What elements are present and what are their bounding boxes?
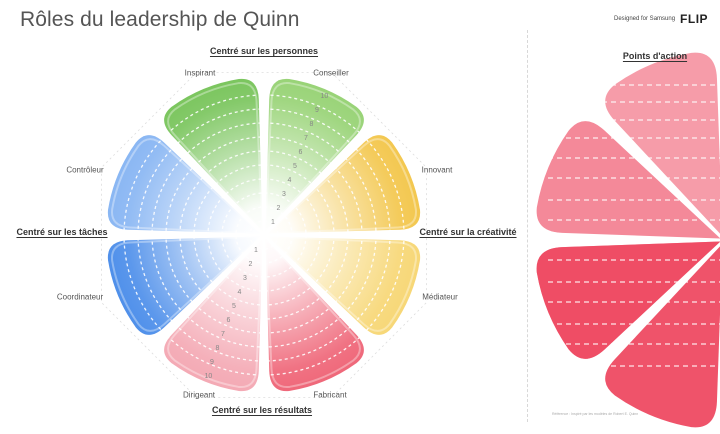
scale-number-lower: 3 bbox=[243, 275, 247, 282]
reference-note: Référence : Inspiré par les modèles de R… bbox=[552, 412, 639, 416]
action-points-title: Points d'action bbox=[622, 51, 688, 61]
axis-label-left: Centré sur les tâches bbox=[16, 227, 108, 237]
role-label-mediateur: Médiateur bbox=[422, 292, 458, 302]
action-lower-left-petal bbox=[605, 246, 720, 428]
role-label-fabricant: Fabricant bbox=[313, 390, 347, 400]
scale-number-upper: 2 bbox=[277, 205, 281, 212]
scale-number-lower: 7 bbox=[221, 331, 225, 338]
role-label-inspirant: Inspirant bbox=[184, 68, 216, 78]
role-label-coordinateur: Coordinateur bbox=[56, 292, 104, 302]
role-label-conseiller: Conseiller bbox=[313, 68, 349, 78]
scale-number-upper: 9 bbox=[315, 107, 319, 114]
scale-number-lower: 4 bbox=[238, 289, 242, 296]
page-divider bbox=[527, 30, 528, 422]
axis-label-bottom: Centré sur les résultats bbox=[211, 405, 313, 415]
scale-number-lower: 2 bbox=[249, 261, 253, 268]
scale-number-upper: 5 bbox=[293, 163, 297, 170]
spoke bbox=[263, 234, 377, 348]
scale-number-lower: 5 bbox=[232, 303, 236, 310]
scale-number-upper: 10 bbox=[321, 93, 329, 100]
scale-number-upper: 4 bbox=[288, 177, 292, 184]
spoke bbox=[151, 122, 265, 236]
page-title: Rôles du leadership de Quinn bbox=[20, 8, 300, 31]
scale-number-lower: 9 bbox=[210, 359, 214, 366]
spoke bbox=[263, 122, 377, 236]
scale-number-upper: 6 bbox=[299, 149, 303, 156]
brand-logo: FLIP bbox=[680, 12, 709, 26]
axis-label-top: Centré sur les personnes bbox=[209, 46, 319, 56]
spoke bbox=[151, 234, 265, 348]
scale-number-lower: 6 bbox=[227, 317, 231, 324]
scale-number-upper: 7 bbox=[304, 135, 308, 142]
scale-number-upper: 8 bbox=[310, 121, 314, 128]
brand: Designed for Samsung FLIP bbox=[614, 12, 708, 26]
scale-number-lower: 10 bbox=[205, 373, 213, 380]
scale-number-lower: 8 bbox=[216, 345, 220, 352]
role-label-controleur: Contrôleur bbox=[66, 165, 104, 175]
scale-number-upper: 3 bbox=[282, 191, 286, 198]
scale-number-upper: 1 bbox=[271, 219, 275, 226]
role-label-dirigeant: Dirigeant bbox=[182, 390, 216, 400]
action-bottom-petal bbox=[536, 241, 720, 359]
spokes bbox=[106, 77, 422, 393]
action-lines bbox=[548, 84, 720, 367]
action-petals bbox=[536, 52, 720, 428]
action-top-petal bbox=[536, 121, 720, 239]
axis-label-right: Centré sur la créativité bbox=[419, 227, 517, 237]
brand-tagline: Designed for Samsung bbox=[614, 16, 676, 22]
role-label-innovant: Innovant bbox=[421, 165, 453, 175]
action-top-right-petal bbox=[605, 52, 720, 234]
scale-number-lower: 1 bbox=[254, 247, 258, 254]
